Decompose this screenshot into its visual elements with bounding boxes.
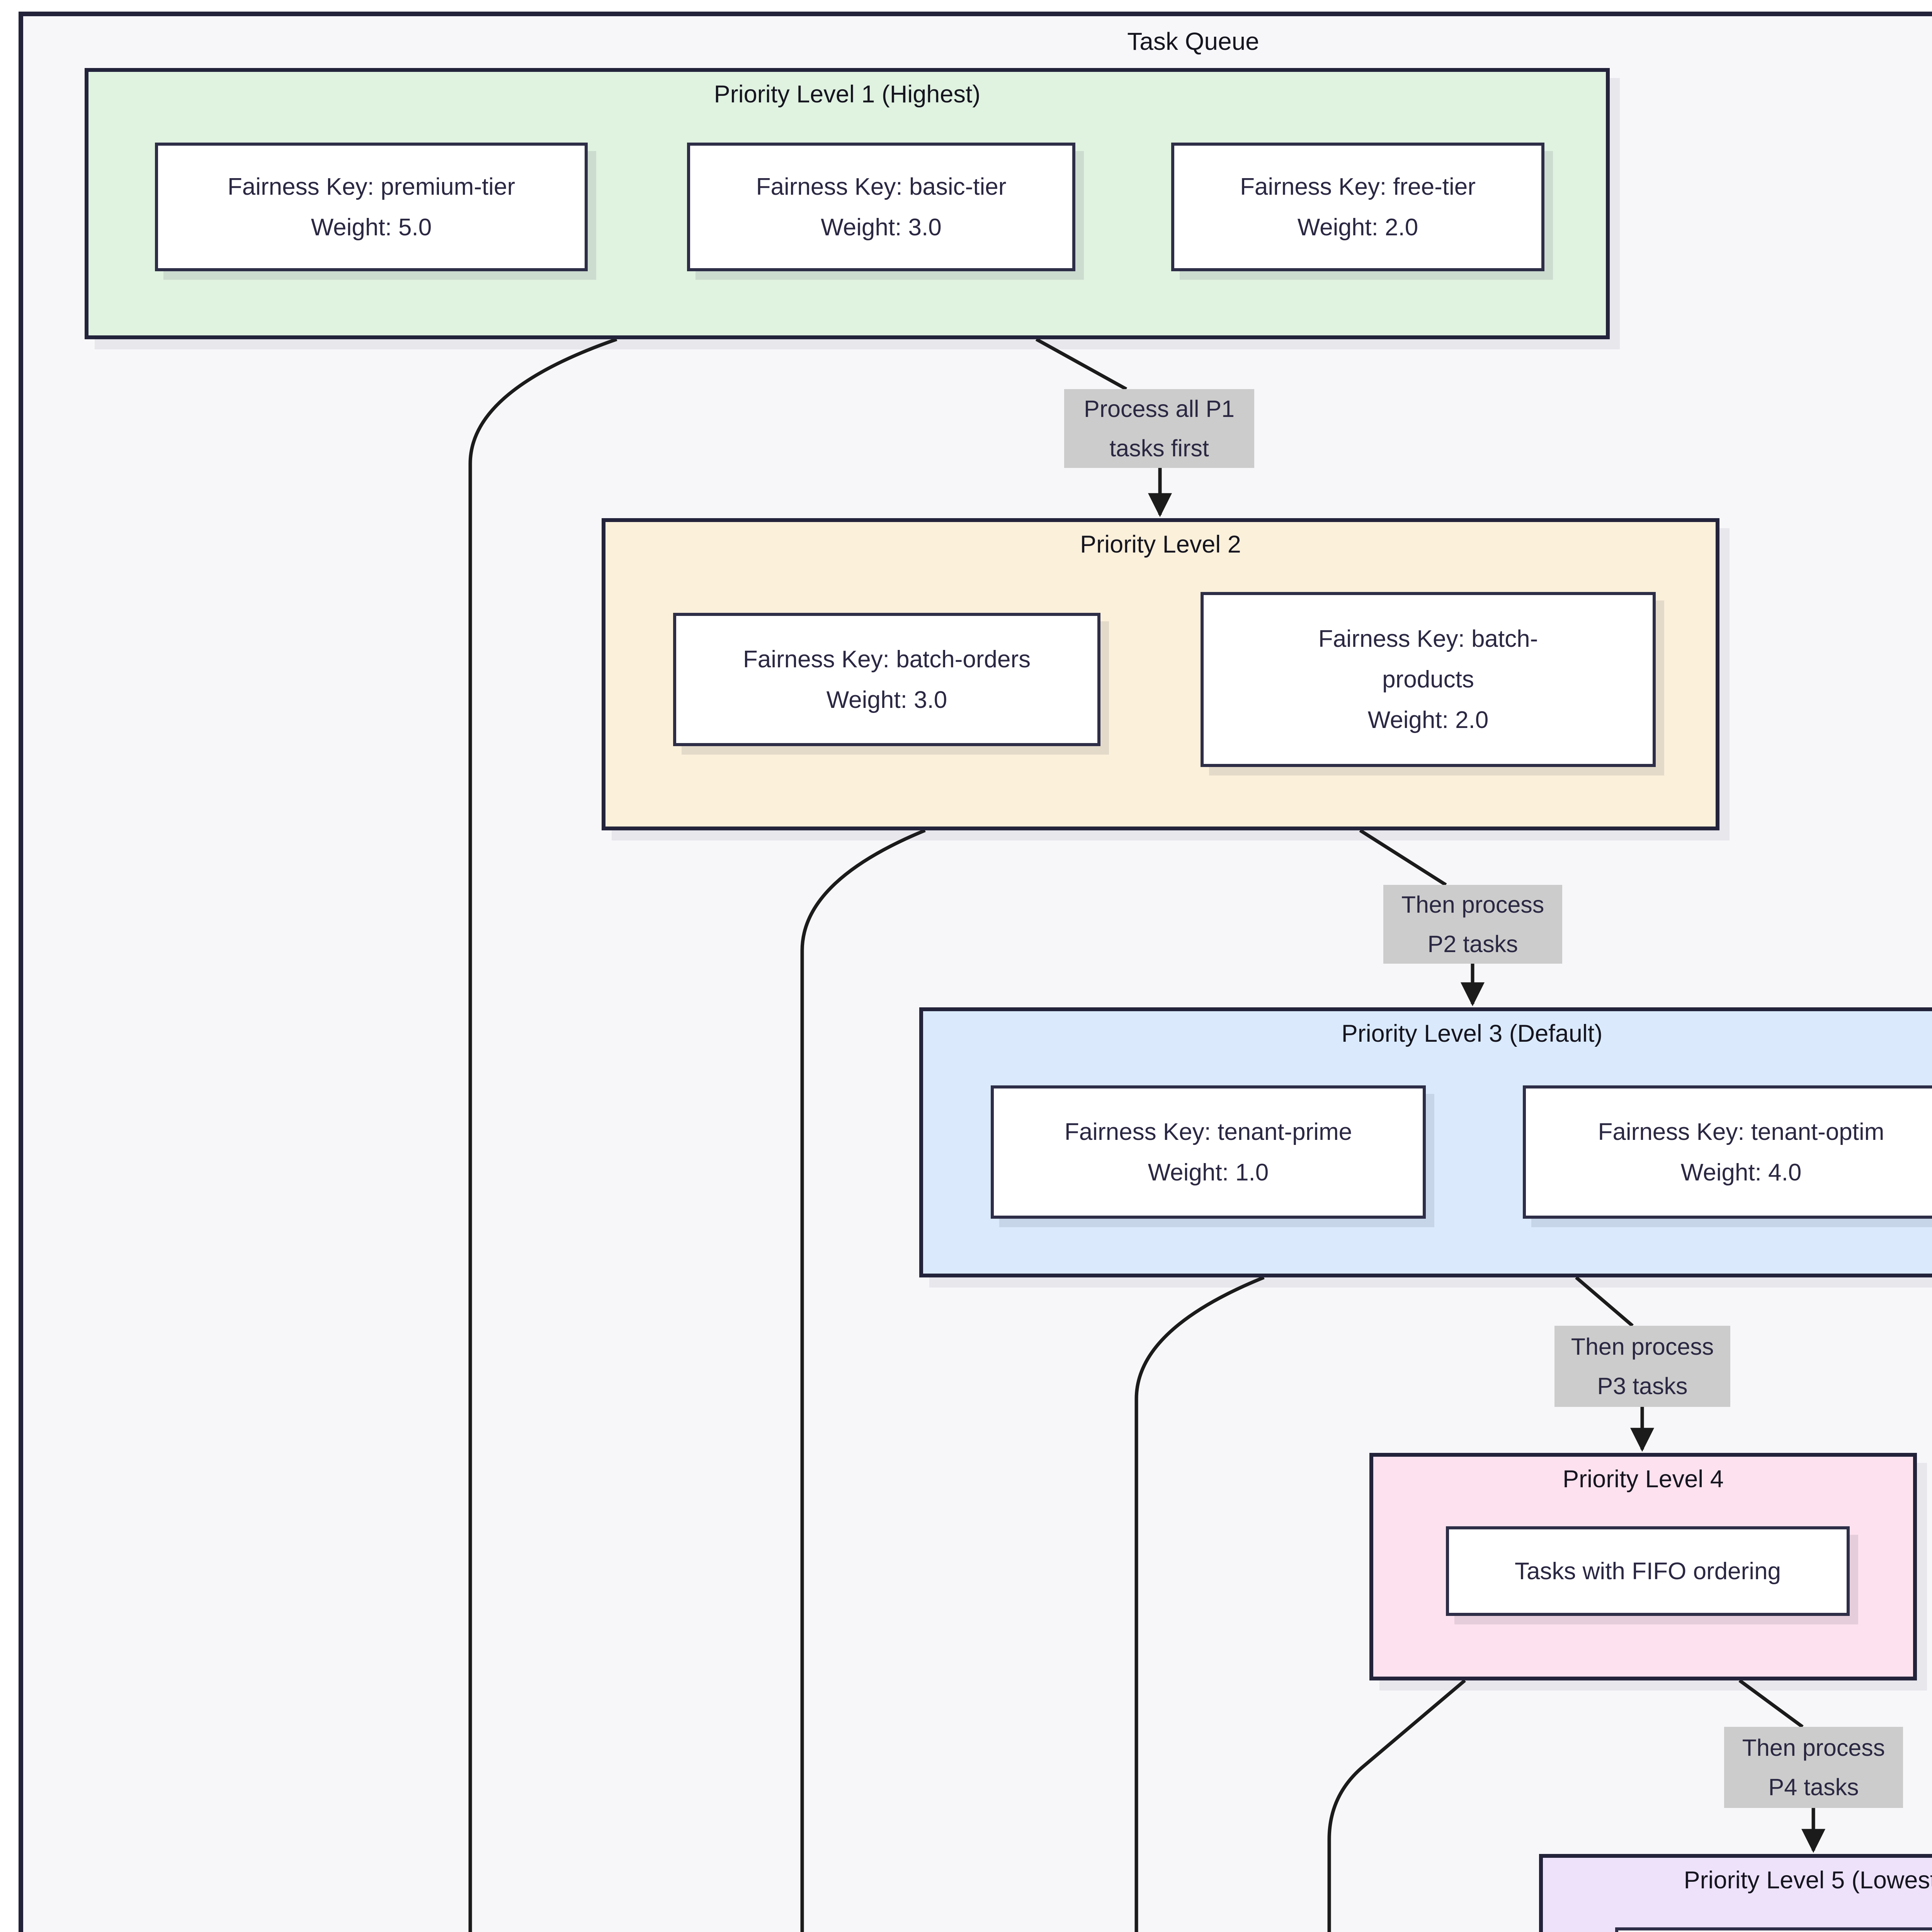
- edge-label-text: P2 tasks: [1427, 931, 1518, 957]
- node-text: Fairness Key: free-tier: [1240, 173, 1476, 200]
- node-text: Tasks with FIFO ordering: [1514, 1558, 1781, 1585]
- edge-label-text: tasks first: [1109, 435, 1209, 461]
- edge-label-text: P4 tasks: [1768, 1774, 1859, 1800]
- cluster-priority-3-title: Priority Level 3 (Default): [1341, 1020, 1603, 1047]
- node-text: Weight: 5.0: [311, 214, 432, 241]
- node-premium-tier: Fairness Key: premium-tier Weight: 5.0: [155, 143, 588, 271]
- cluster-priority-5-title: Priority Level 5 (Lowest): [1684, 1867, 1932, 1894]
- edge-label-p1-p2: Process all P1 tasks first: [1064, 389, 1254, 468]
- node-tenant-optim: Fairness Key: tenant-optim Weight: 4.0: [1523, 1085, 1932, 1219]
- node-text: Fairness Key: batch-: [1318, 626, 1538, 652]
- edge-label-text: P3 tasks: [1597, 1373, 1688, 1399]
- node-text: Fairness Key: basic-tier: [756, 173, 1007, 200]
- node-free-tier: Fairness Key: free-tier Weight: 2.0: [1171, 143, 1544, 271]
- node-text: Weight: 3.0: [826, 686, 947, 713]
- cluster-priority-2: Priority Level 2 Fairness Key: batch-ord…: [602, 518, 1719, 830]
- cluster-priority-1-title: Priority Level 1 (Highest): [714, 81, 981, 108]
- node-text: Weight: 1.0: [1148, 1159, 1269, 1186]
- cluster-priority-3: Priority Level 3 (Default) Fairness Key:…: [919, 1007, 1932, 1277]
- cluster-priority-1: Priority Level 1 (Highest) Fairness Key:…: [85, 68, 1610, 339]
- edge-label-text: Then process: [1571, 1333, 1714, 1360]
- node-fifo-p4: Tasks with FIFO ordering: [1446, 1526, 1850, 1616]
- node-text: Weight: 4.0: [1680, 1159, 1802, 1186]
- edge-label-text: Then process: [1742, 1735, 1885, 1761]
- node-text: Fairness Key: tenant-prime: [1064, 1118, 1352, 1145]
- node-text: Weight: 3.0: [821, 214, 942, 241]
- node-text: Fairness Key: batch-orders: [743, 646, 1031, 673]
- node-text: Weight: 2.0: [1367, 707, 1489, 733]
- cluster-priority-2-title: Priority Level 2: [1080, 531, 1241, 558]
- node-basic-tier: Fairness Key: basic-tier Weight: 3.0: [687, 143, 1075, 271]
- edge-label-p2-p3: Then process P2 tasks: [1383, 885, 1562, 964]
- node-text: products: [1382, 666, 1474, 693]
- node-text: Weight: 2.0: [1297, 214, 1418, 241]
- edge-label-p4-p5: Then process P4 tasks: [1724, 1727, 1903, 1808]
- cluster-priority-4-title: Priority Level 4: [1563, 1466, 1724, 1493]
- node-text: Fairness Key: tenant-optim: [1598, 1118, 1884, 1145]
- edge-label-text: Then process: [1401, 891, 1544, 918]
- edge-label-p3-p4: Then process P3 tasks: [1554, 1326, 1730, 1407]
- node-fifo-p5: Tasks with FIFO ordering: [1615, 1927, 1932, 1932]
- edge-label-text: Process all P1: [1084, 396, 1235, 422]
- node-batch-orders: Fairness Key: batch-orders Weight: 3.0: [673, 613, 1100, 746]
- node-batch-products: Fairness Key: batch- products Weight: 2.…: [1201, 592, 1656, 767]
- node-text: Fairness Key: premium-tier: [227, 173, 515, 200]
- node-tenant-prime: Fairness Key: tenant-prime Weight: 1.0: [991, 1085, 1426, 1219]
- diagram-title: Task Queue: [1127, 27, 1259, 55]
- cluster-priority-4: Priority Level 4 Tasks with FIFO orderin…: [1369, 1453, 1917, 1680]
- cluster-priority-5: Priority Level 5 (Lowest) Tasks with FIF…: [1539, 1854, 1932, 1932]
